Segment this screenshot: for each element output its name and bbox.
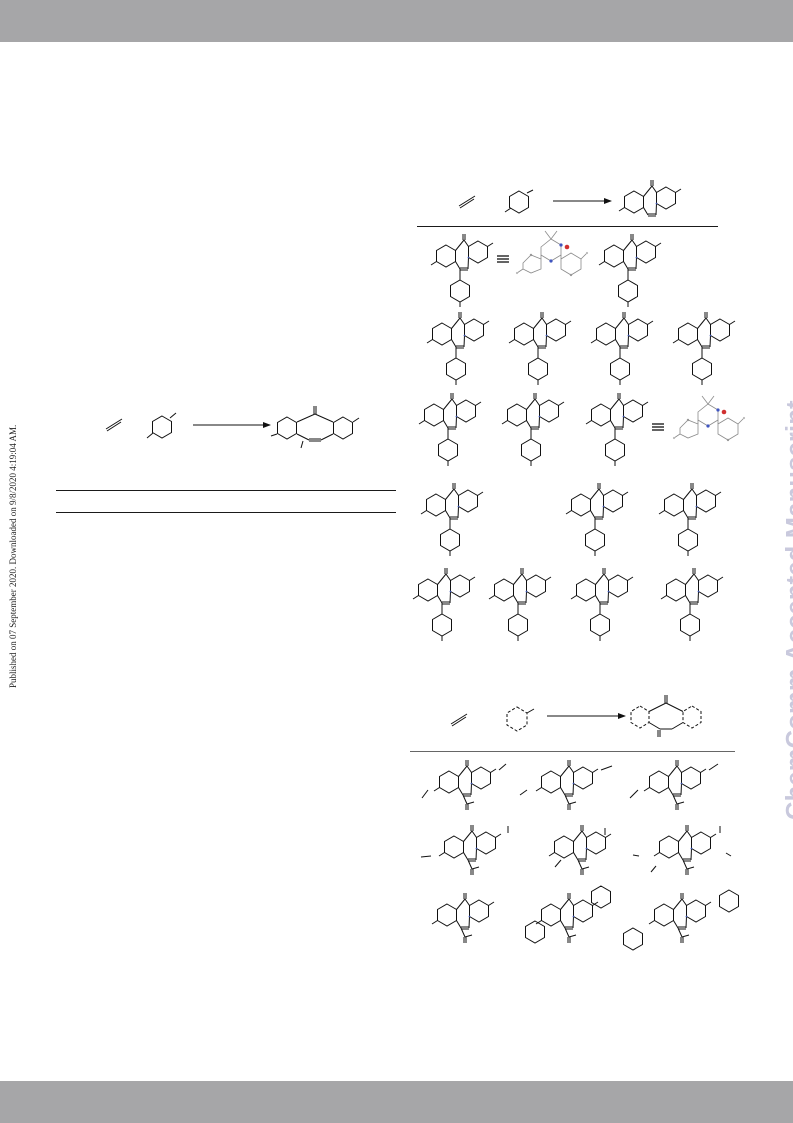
- table-rule-left-top: [56, 490, 396, 491]
- header-band: [0, 0, 793, 42]
- scope-rule-1: [417, 226, 718, 227]
- scope-table-1: [413, 230, 746, 641]
- scope-table-2: [420, 760, 739, 951]
- scope-scheme-1: [458, 180, 681, 216]
- alkyne-structure: [105, 418, 123, 432]
- left-scheme: [105, 406, 360, 449]
- product-structure: [270, 406, 360, 449]
- footer-band: [0, 1081, 793, 1123]
- scope-rule-2: [410, 751, 735, 752]
- table-rule-left-bottom: [56, 512, 396, 513]
- scope-scheme-2: [450, 695, 702, 737]
- toluene-structure: [146, 412, 177, 439]
